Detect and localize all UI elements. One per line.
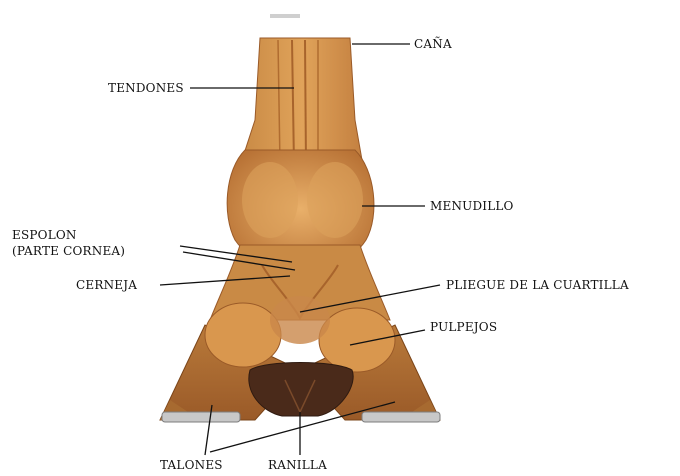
label-espolon-line2: (PARTE CORNEA) [12, 244, 125, 258]
label-talones: TALONES [160, 458, 223, 472]
label-cerneja: CERNEJA [76, 278, 137, 292]
label-cana: CAÑA [414, 37, 452, 51]
leg-cannon [242, 14, 362, 170]
label-menudillo: MENUDILLO [430, 199, 514, 213]
label-espolon-line1: ESPOLON [12, 228, 77, 242]
label-tendones: TENDONES [108, 81, 184, 95]
label-pliegue: PLIEGUE DE LA CUARTILLA [446, 278, 629, 292]
label-pulpejos: PULPEJOS [430, 320, 497, 334]
label-ranilla: RANILLA [268, 458, 327, 472]
